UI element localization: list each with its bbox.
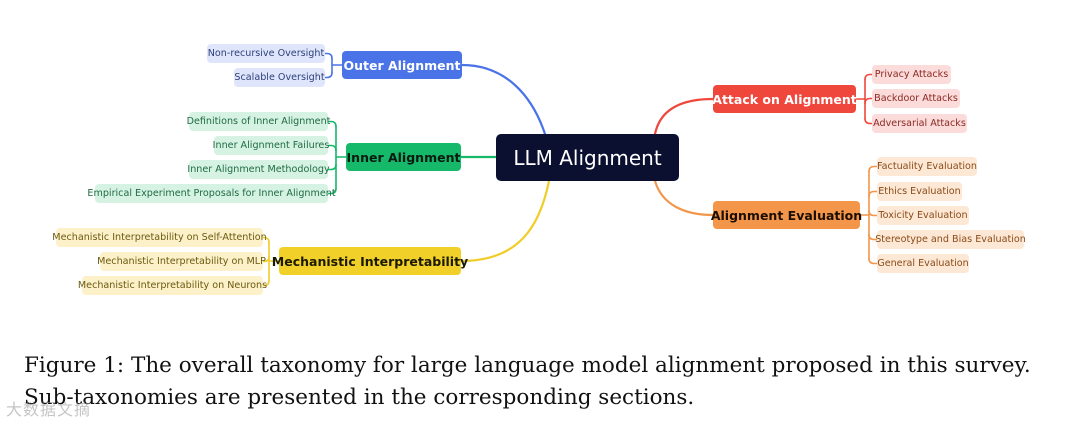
connector-root-outer — [460, 63, 547, 136]
leaf-ethics-evaluation: Ethics Evaluation — [877, 182, 962, 201]
leaf-inner-alignment-methodology: Inner Alignment Methodology — [187, 160, 330, 179]
leaf-toxicity-evaluation: Toxicity Evaluation — [877, 206, 969, 225]
bracket-leaf-attack-1 — [864, 97, 873, 105]
bracket-leaf-eval-0 — [868, 165, 878, 173]
leaf-backdoor-attacks: Backdoor Attacks — [872, 89, 960, 108]
connector-root-eval — [653, 179, 715, 217]
leaf-general-evaluation: General Evaluation — [877, 254, 969, 273]
bracket-leaf-mech-2 — [262, 279, 270, 287]
leaf-inner-alignment-failures: Inner Alignment Failures — [213, 136, 329, 155]
root-node-llm-alignment: LLM Alignment — [496, 134, 679, 181]
branch-attack-on-alignment: Attack on Alignment — [712, 85, 857, 113]
bracket-leaf-inner-3 — [327, 187, 337, 195]
leaf-mech-neurons: Mechanistic Interpretability on Neurons — [78, 276, 267, 295]
connector-root-attack — [653, 97, 715, 136]
mindmap-connectors — [262, 52, 878, 287]
bracket-leaf-eval-4 — [868, 257, 878, 265]
bracket-leaf-inner-2 — [327, 163, 337, 171]
leaf-scalable-oversight: Scalable Oversight — [234, 68, 325, 87]
branch-mechanistic-interpretability: Mechanistic Interpretability — [272, 247, 468, 275]
bracket-leaf-mech-0 — [262, 236, 270, 244]
bracket-leaf-attack-0 — [864, 73, 873, 81]
leaf-empirical-experiment-proposals: Empirical Experiment Proposals for Inner… — [87, 184, 336, 203]
bracket-leaf-inner-1 — [327, 144, 337, 152]
leaf-privacy-attacks: Privacy Attacks — [872, 65, 951, 84]
branch-alignment-evaluation: Alignment Evaluation — [711, 201, 862, 229]
bracket-leaf-eval-3 — [868, 233, 878, 241]
bracket-leaf-mech-1 — [262, 255, 270, 263]
bracket-leaf-outer-0 — [324, 52, 333, 60]
leaf-stereotype-bias-evaluation: Stereotype and Bias Evaluation — [875, 230, 1026, 249]
leaf-adversarial-attacks: Adversarial Attacks — [872, 114, 967, 133]
leaf-mech-self-attention: Mechanistic Interpretability on Self-Att… — [52, 228, 267, 247]
branch-inner-alignment: Inner Alignment — [346, 143, 461, 171]
watermark-logo: 大数据文摘 — [6, 400, 92, 419]
bracket-leaf-attack-2 — [864, 117, 873, 125]
leaf-definitions-of-inner-alignment: Definitions of Inner Alignment — [187, 112, 330, 131]
figure-caption: Figure 1: The overall taxonomy for large… — [24, 353, 1031, 410]
bracket-leaf-outer-1 — [324, 71, 333, 79]
connector-root-mech — [459, 179, 551, 263]
bracket-leaf-inner-0 — [327, 120, 337, 128]
bracket-leaf-eval-2 — [868, 209, 878, 217]
leaf-non-recursive-oversight: Non-recursive Oversight — [207, 44, 325, 63]
leaf-mech-mlp: Mechanistic Interpretability on MLP — [97, 252, 266, 271]
branch-outer-alignment: Outer Alignment — [342, 51, 462, 79]
bracket-leaf-eval-1 — [868, 190, 878, 198]
leaf-factuality-evaluation: Factuality Evaluation — [877, 157, 977, 176]
